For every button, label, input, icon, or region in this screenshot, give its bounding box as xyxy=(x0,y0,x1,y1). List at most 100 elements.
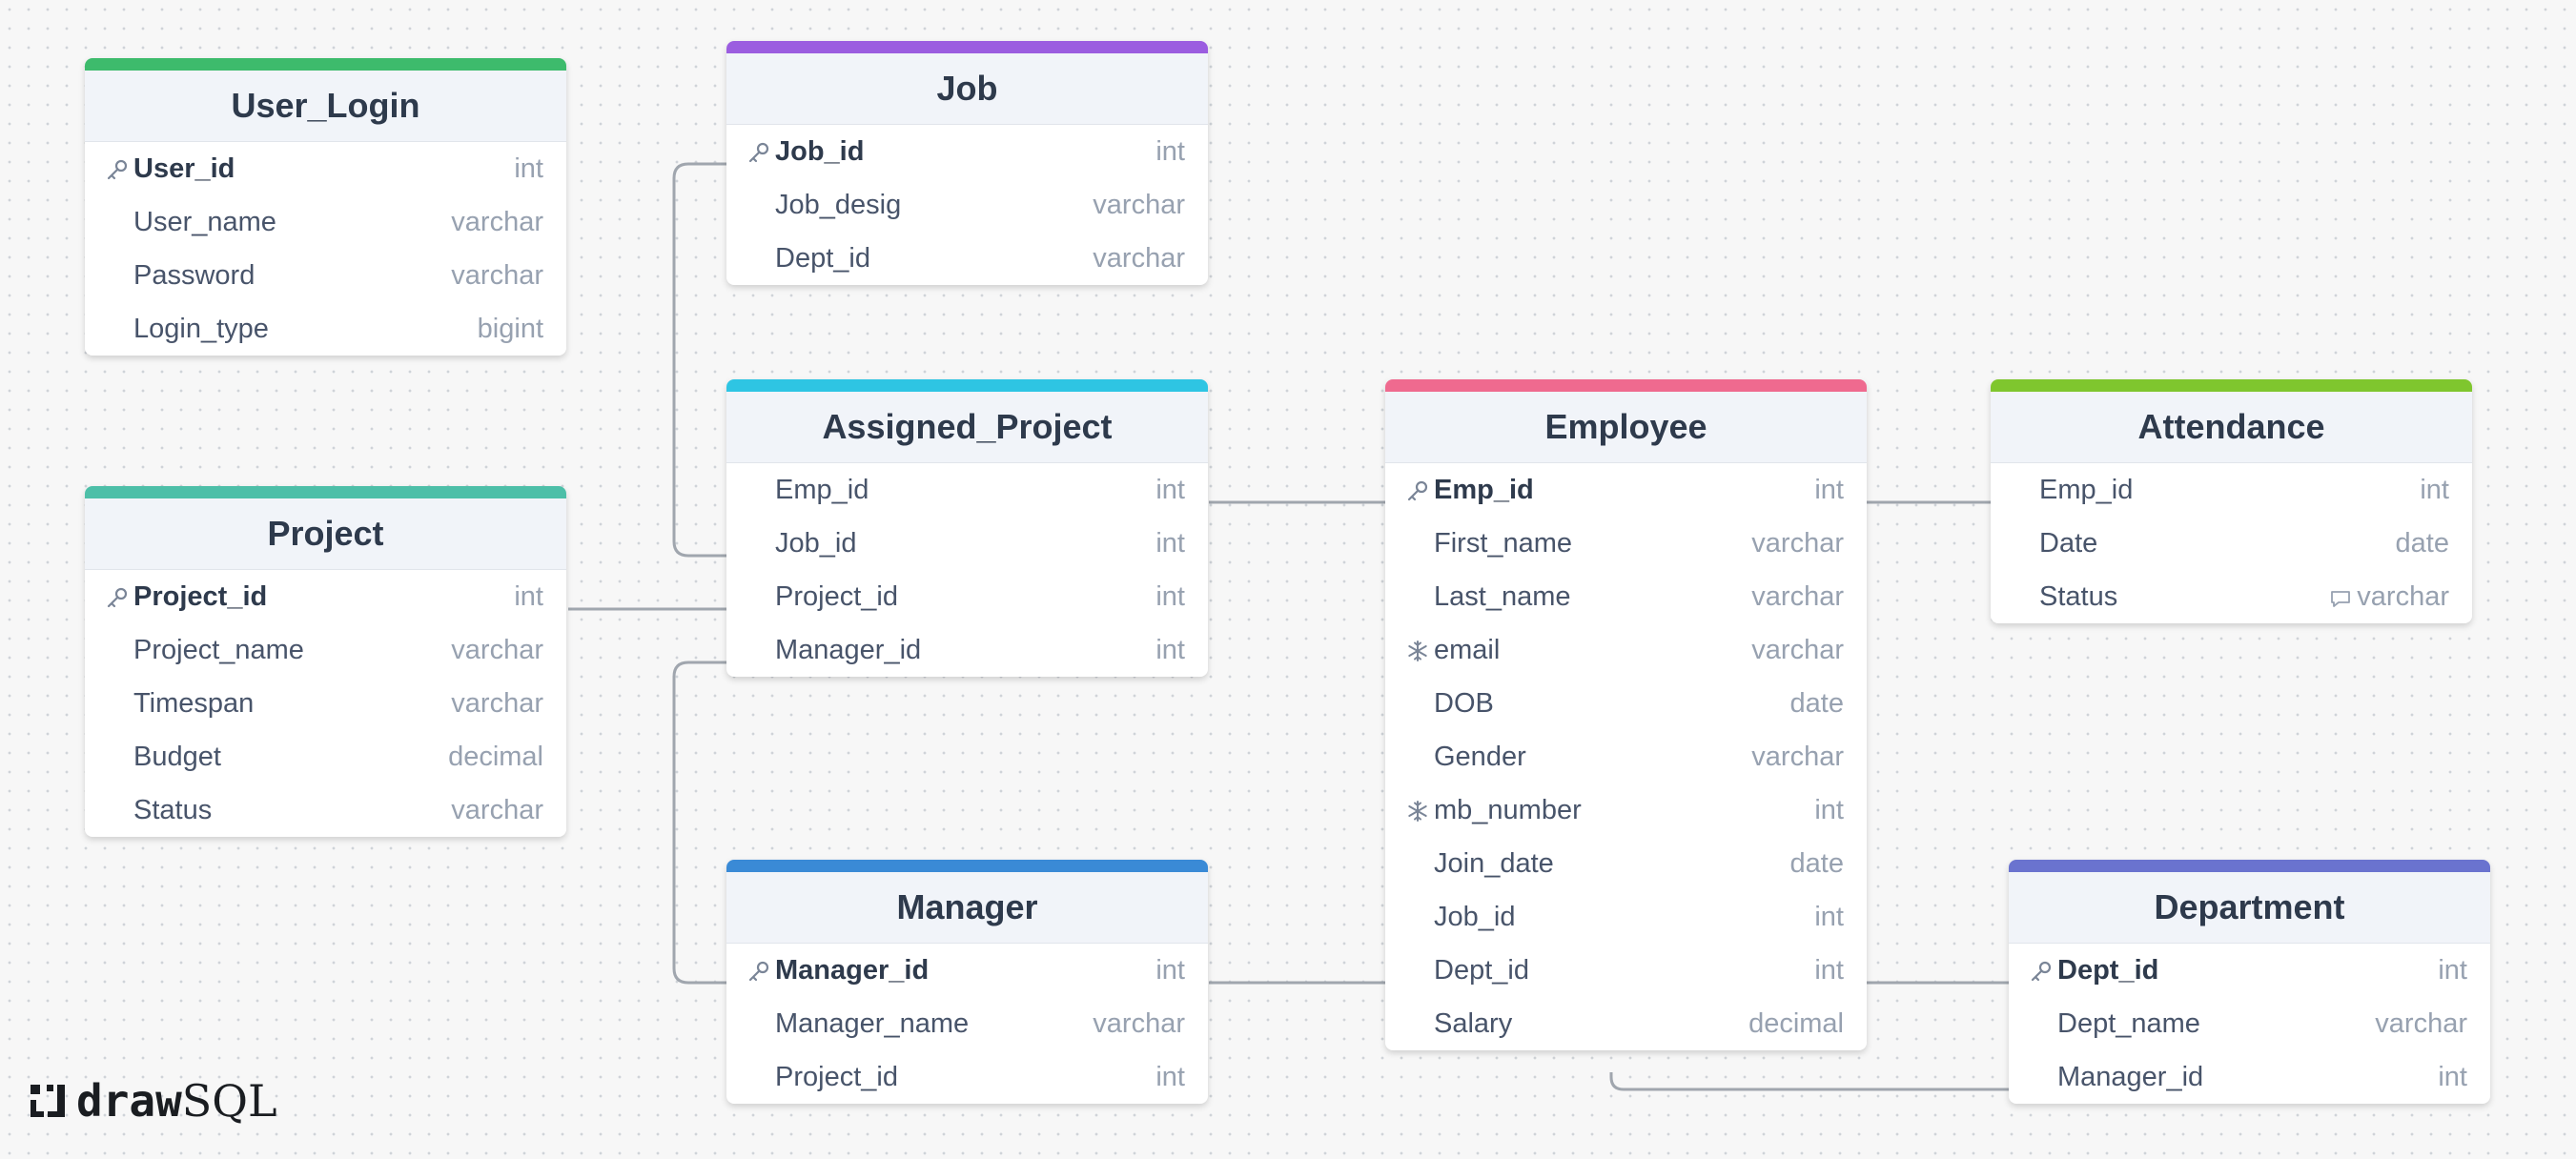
table-title[interactable]: Project xyxy=(85,498,566,570)
column-type: bigint xyxy=(478,314,543,345)
column-type: decimal xyxy=(1748,1008,1844,1040)
column-name: mb_number xyxy=(1434,794,1582,825)
table-color-bar xyxy=(726,41,1208,53)
table-title[interactable]: User_Login xyxy=(85,71,566,142)
column-type-label: int xyxy=(1155,474,1185,505)
column-type-label: varchar xyxy=(451,634,543,665)
column-name: Job_id xyxy=(775,135,865,167)
table-title[interactable]: Job xyxy=(726,53,1208,125)
column-row[interactable]: User_id int xyxy=(85,142,566,195)
table-title[interactable]: Department xyxy=(2009,872,2490,944)
column-type: int xyxy=(514,153,543,185)
table-title[interactable]: Employee xyxy=(1385,392,1867,463)
column-row[interactable]: Date date xyxy=(1991,517,2472,570)
column-name: Emp_id xyxy=(775,474,869,505)
column-type-label: bigint xyxy=(477,313,543,344)
table-title[interactable]: Assigned_Project xyxy=(726,392,1208,463)
column-name: Date xyxy=(2039,527,2098,559)
table-color-bar xyxy=(1385,379,1867,392)
column-type-label: int xyxy=(1814,794,1844,825)
column-name: Emp_id xyxy=(2039,474,2134,505)
column-type-label: varchar xyxy=(2375,1007,2467,1039)
column-name: User_id xyxy=(133,152,235,184)
column-name: Status xyxy=(2039,580,2118,612)
column-row[interactable]: Emp_id int xyxy=(1385,463,1867,517)
unique-icon xyxy=(1406,800,1429,822)
table-title[interactable]: Manager xyxy=(726,872,1208,944)
column-name: Timespan xyxy=(133,687,255,719)
column-type: int xyxy=(2438,1062,2467,1093)
column-name: Password xyxy=(133,259,256,291)
table-color-bar xyxy=(726,379,1208,392)
drawsql-logo[interactable]: drawSQL xyxy=(29,1075,277,1127)
relation-job-assigned-project xyxy=(672,162,726,558)
column-type: varchar xyxy=(2330,581,2449,613)
drawsql-logo-text: drawSQL xyxy=(76,1075,277,1127)
column-type: decimal xyxy=(448,742,543,773)
column-row[interactable]: mb_number int xyxy=(1385,783,1867,837)
column-type-label: int xyxy=(1155,954,1185,986)
column-row[interactable]: Emp_id int xyxy=(726,463,1208,517)
column-type: varchar xyxy=(451,795,543,826)
column-type: int xyxy=(1155,635,1185,666)
column-type: int xyxy=(1814,475,1844,506)
column-type: varchar xyxy=(1093,190,1185,221)
column-type-label: varchar xyxy=(451,794,543,825)
column-type-label: varchar xyxy=(1093,189,1185,220)
table-title[interactable]: Attendance xyxy=(1991,392,2472,463)
column-type: varchar xyxy=(451,688,543,720)
column-row[interactable]: Timespan varchar xyxy=(85,677,566,730)
column-row[interactable]: Status varchar xyxy=(1991,570,2472,623)
column-name: Emp_id xyxy=(1434,474,1534,505)
column-type: int xyxy=(2438,955,2467,986)
key-icon xyxy=(2030,960,2053,982)
column-type: int xyxy=(514,581,543,613)
column-type: varchar xyxy=(1751,635,1844,666)
column-row[interactable]: Manager_name varchar xyxy=(726,997,1208,1050)
column-type: varchar xyxy=(1093,1008,1185,1040)
unique-icon xyxy=(1406,640,1429,661)
column-name: Manager_name xyxy=(775,1007,970,1039)
column-type-label: date xyxy=(2395,527,2449,559)
column-name: DOB xyxy=(1434,687,1494,719)
